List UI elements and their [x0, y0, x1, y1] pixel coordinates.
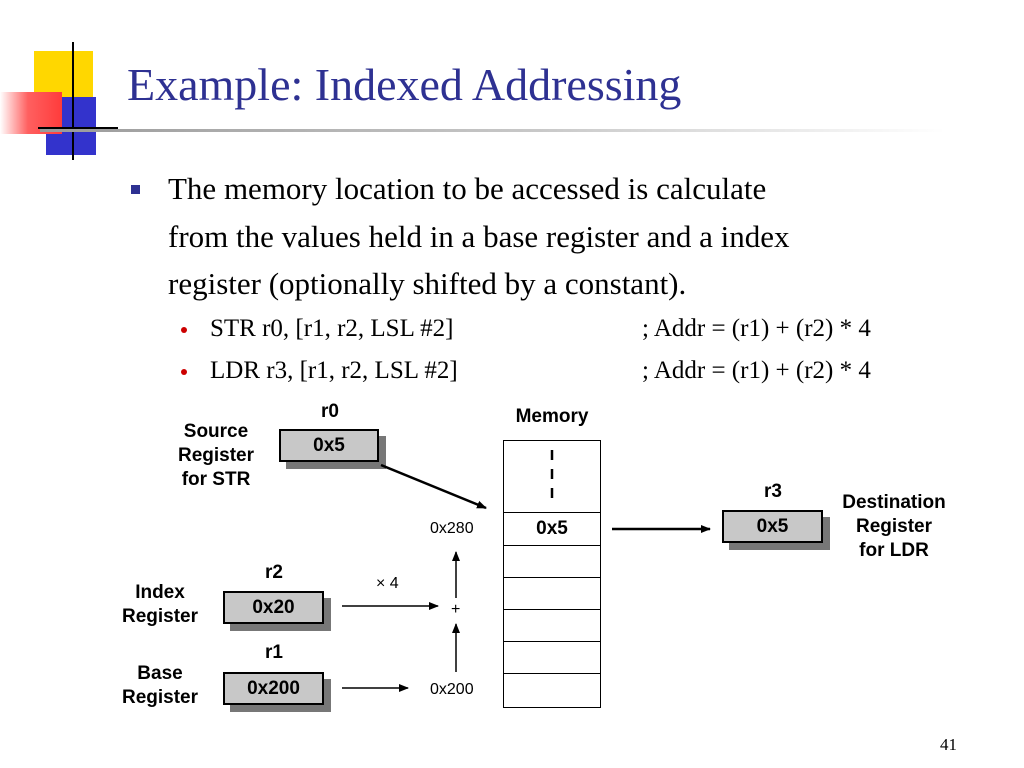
address-0x200-label: 0x200 [430, 681, 474, 698]
decorative-vertical-line [72, 42, 74, 160]
address-0x280-label: 0x280 [430, 520, 474, 537]
square-bullet-icon [131, 185, 140, 194]
sub-bullet-instruction: LDR r3, [r1, r2, LSL #2] [210, 357, 458, 384]
r3-register-box: 0x5 [722, 510, 823, 543]
sub-bullet-comment: ; Addr = (r1) + (r2) * 4 [642, 357, 871, 384]
arrow-r0-to-memory [380, 463, 487, 510]
r0-desc-line: Source [183, 421, 249, 442]
page-number: 41 [940, 735, 957, 754]
page-title: Example: Indexed Addressing [127, 59, 682, 110]
memory-cell [503, 545, 601, 578]
r1-desc-line: Register [121, 687, 199, 708]
times-four-label: × 4 [376, 575, 399, 592]
r1-desc-line: Base [137, 663, 183, 684]
sub-bullet-comment: ; Addr = (r1) + (r2) * 4 [642, 315, 871, 342]
r0-description: Source Register for STR [160, 420, 272, 492]
r1-description: Base Register [108, 662, 212, 710]
memory-cell [503, 609, 601, 642]
bullet-line-2: from the values held in a base register … [168, 219, 790, 254]
r0-register-box: 0x5 [279, 429, 379, 462]
r2-desc-line: Register [121, 606, 199, 627]
r1-register-box: 0x200 [223, 672, 324, 705]
title-divider [40, 129, 945, 132]
r3-desc-line: Register [855, 516, 933, 537]
plus-label: + [451, 601, 461, 618]
r2-register-name: r2 [265, 562, 283, 583]
dot-bullet-icon [181, 327, 187, 333]
r3-register-name: r3 [764, 481, 782, 502]
r3-desc-line: Destination [842, 492, 946, 513]
bullet-line-3: register (optionally shifted by a consta… [168, 266, 687, 301]
r2-register-box: 0x20 [223, 591, 324, 624]
bullet-line-1: The memory location to be accessed is ca… [168, 171, 767, 206]
r0-register-name: r0 [321, 401, 339, 422]
memory-title: Memory [515, 406, 589, 427]
memory-cell [503, 673, 601, 708]
r3-desc-line: for LDR [859, 540, 929, 561]
r2-desc-line: Index [135, 582, 185, 603]
r3-description: Destination Register for LDR [824, 491, 964, 563]
r0-desc-line: Register [177, 445, 255, 466]
r0-desc-line: for STR [181, 469, 251, 490]
sub-bullet-instruction: STR r0, [r1, r2, LSL #2] [210, 315, 454, 342]
r1-register-name: r1 [265, 642, 283, 663]
dot-bullet-icon [181, 369, 187, 375]
decorative-horizontal-line [38, 127, 118, 129]
r2-description: Index Register [108, 581, 212, 629]
